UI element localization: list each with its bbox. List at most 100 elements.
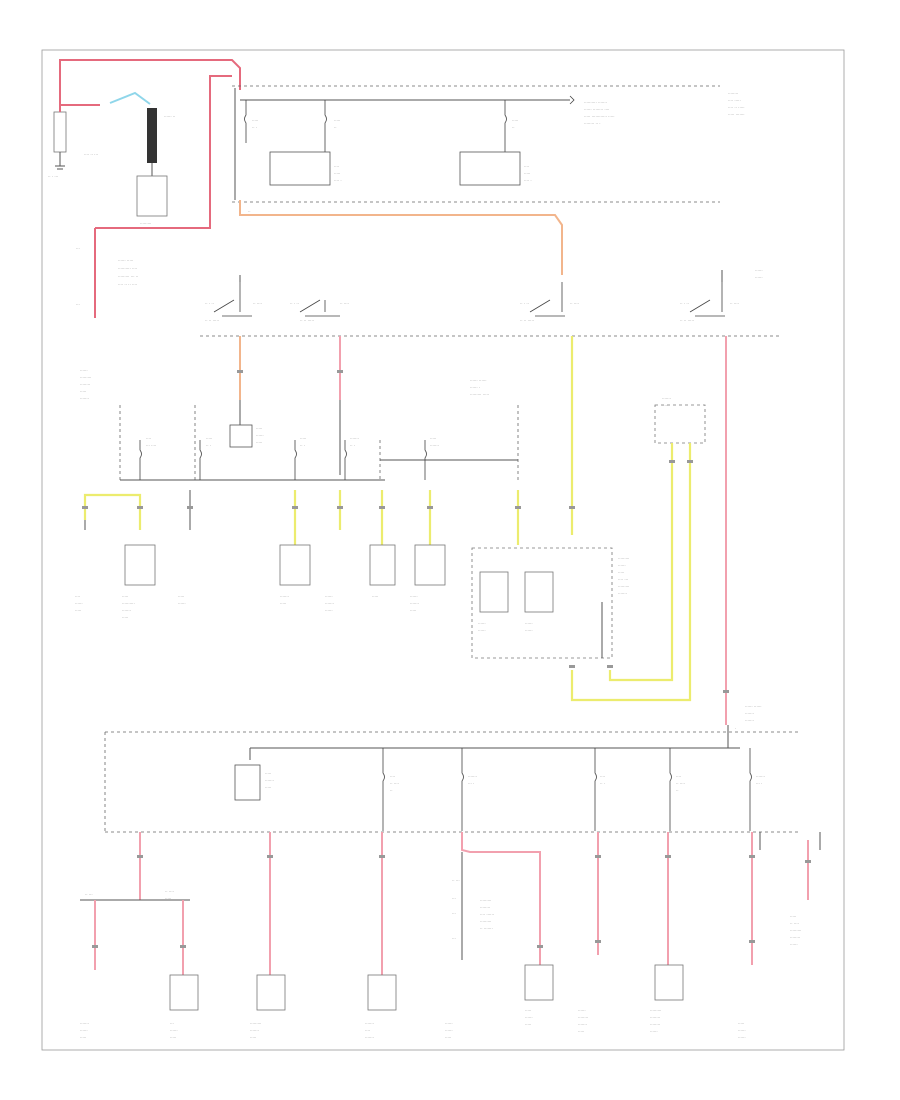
svg-text:·· · ··: ·· · ·· xyxy=(680,301,689,306)
svg-text:··: ·· xyxy=(248,209,251,214)
svg-text:·····: ····· xyxy=(524,171,530,176)
load-lower-5 xyxy=(654,964,684,1001)
svg-text:·· ····: ·· ···· xyxy=(570,301,579,306)
ignition-switch: ······ ······ ·· · ·· ·· ···· ·· ·· ····… xyxy=(200,268,780,337)
load-upper-1 xyxy=(124,544,156,586)
svg-text:···· ·····: ···· ····· xyxy=(728,98,741,103)
svg-text:···: ··· xyxy=(170,1021,174,1026)
svg-text:··: ·· xyxy=(512,125,515,130)
svg-text:·······: ······· xyxy=(662,396,671,401)
starter-motor-label: ···· ·· ··· xyxy=(84,152,98,157)
svg-text:·······: ······· xyxy=(468,774,477,779)
starter-solenoid-wire xyxy=(109,91,151,105)
svg-text:······ ········ ····: ······ ········ ···· xyxy=(584,107,609,112)
svg-text:····: ···· xyxy=(676,774,681,779)
svg-text:····· ············ ·····: ····· ············ ····· xyxy=(584,114,615,119)
svg-text:·······: ······· xyxy=(745,711,754,716)
svg-text:·····: ····· xyxy=(512,118,518,123)
svg-text:·······: ······· xyxy=(365,1021,374,1026)
svg-text:·····: ····· xyxy=(252,118,258,123)
ignition-contact-2: ·· · ·· ·· ···· ·· ·· ····· xyxy=(290,299,349,323)
svg-text:···: ··· xyxy=(452,911,456,916)
svg-text:·····: ····· xyxy=(334,118,340,123)
ignition-switch-label: ······ xyxy=(755,268,763,273)
svg-text:·· ····: ·· ···· xyxy=(253,301,262,306)
svg-text:·····: ····· xyxy=(280,601,286,606)
svg-text:··· ·: ··· · xyxy=(468,781,474,786)
svg-text:·····: ····· xyxy=(265,771,271,776)
svg-text:······: ······ xyxy=(525,621,533,626)
svg-text:······: ······ xyxy=(650,1029,658,1034)
svg-text:··········: ·········· xyxy=(122,601,135,606)
svg-text:·· ·· ·····: ·· ·· ····· xyxy=(520,318,534,323)
svg-text:·· ····: ·· ···· xyxy=(165,889,174,894)
svg-text:·· ·: ·· · xyxy=(206,443,211,448)
svg-text:······: ······ xyxy=(790,942,798,947)
svg-text:··: ·· xyxy=(390,788,393,793)
svg-text:·: · xyxy=(735,726,736,731)
svg-text:······: ······ xyxy=(445,1028,453,1033)
power-relay-1 xyxy=(479,571,509,613)
svg-text:······: ······ xyxy=(738,1035,746,1040)
svg-text:·····: ····· xyxy=(178,594,184,599)
svg-text:···· ·: ···· · xyxy=(334,178,342,183)
battery-starter-generator-group: ·· · ··· ······ ·· ···· ·· ··· ·········… xyxy=(48,59,241,318)
svg-text:···· ···: ···· ··· xyxy=(618,577,628,582)
svg-text:········: ········ xyxy=(650,1022,660,1027)
svg-text:·····: ····· xyxy=(80,1035,86,1040)
svg-text:·· ·······: ·· ······· xyxy=(480,926,493,931)
generator-label: ········· xyxy=(140,221,151,226)
battery-symbol xyxy=(53,111,67,153)
svg-text:·····: ····· xyxy=(122,615,128,620)
svg-text:········: ········ xyxy=(650,1015,660,1020)
load-upper-2 xyxy=(279,544,311,586)
svg-text:···· ·: ···· · xyxy=(524,178,532,183)
svg-text:······: ······ xyxy=(755,275,763,280)
generator-output-wire xyxy=(167,75,232,229)
load-upper-4 xyxy=(414,544,446,586)
svg-text:······: ······ xyxy=(256,433,264,438)
ignition-contact-1: ·· · ·· ·· ···· ·· ·· ····· xyxy=(205,282,262,323)
svg-text:······: ······ xyxy=(525,628,533,633)
instrument-panel-fuse-block-upper: ······ ····· ···· ··· ····· ····· ····· ·· … xyxy=(75,336,729,725)
svg-text:·· ···: ·· ··· xyxy=(85,892,93,897)
svg-text:·······: ······· xyxy=(325,601,334,606)
svg-text:·· ·: ·· · xyxy=(600,781,605,786)
svg-text:·····: ····· xyxy=(445,1035,451,1040)
svg-text:·········: ········· xyxy=(618,556,629,561)
circuit-breaker xyxy=(234,764,261,801)
starter-label: ······ ·· xyxy=(164,114,175,119)
svg-text:·······: ······· xyxy=(618,591,627,596)
svg-text:·········: ········· xyxy=(480,919,491,924)
svg-text:·····: ····· xyxy=(525,1022,531,1027)
svg-text:·······: ······· xyxy=(430,443,439,448)
svg-text:·····: ····· xyxy=(250,1035,256,1040)
svg-text:·········: ········· xyxy=(790,928,801,933)
svg-text:······: ······ xyxy=(525,1015,533,1020)
svg-text:·· ····: ·· ···· xyxy=(790,921,799,926)
svg-text:·····: ····· xyxy=(300,436,306,441)
underhood-fuse-block: ········ ···· ····· ···· ·· ····· ····· … xyxy=(232,85,745,275)
load-lower-1 xyxy=(169,974,199,1011)
svg-text:···: ··· xyxy=(76,246,80,251)
svg-text:····: ···· xyxy=(524,164,529,169)
ip-fuse-block-label: ······ ······ xyxy=(745,704,762,709)
ignition-contact-4: ·· · ·· ·· ···· ·· ·· ····· xyxy=(680,282,739,323)
svg-text:········: ········ xyxy=(480,905,490,910)
svg-text:·········· ····: ·········· ···· xyxy=(118,266,137,271)
generator-symbol xyxy=(136,175,168,217)
svg-text:·····: ····· xyxy=(525,1008,531,1013)
fusible-link-label: ······ ····· xyxy=(118,258,133,263)
svg-text:·····: ····· xyxy=(790,914,796,919)
svg-text:·····: ····· xyxy=(738,1021,744,1026)
svg-text:·· ·· ·····: ·· ·· ····· xyxy=(300,318,314,323)
svg-text:····: ···· xyxy=(146,436,151,441)
svg-text:·····: ····· xyxy=(410,608,416,613)
svg-text:·······: ······· xyxy=(122,608,131,613)
starter-symbol xyxy=(147,108,157,163)
svg-text:·········: ········· xyxy=(480,898,491,903)
load-lower-4 xyxy=(524,964,554,1001)
svg-text:·····: ····· xyxy=(618,570,624,575)
svg-text:······: ······ xyxy=(618,563,626,568)
